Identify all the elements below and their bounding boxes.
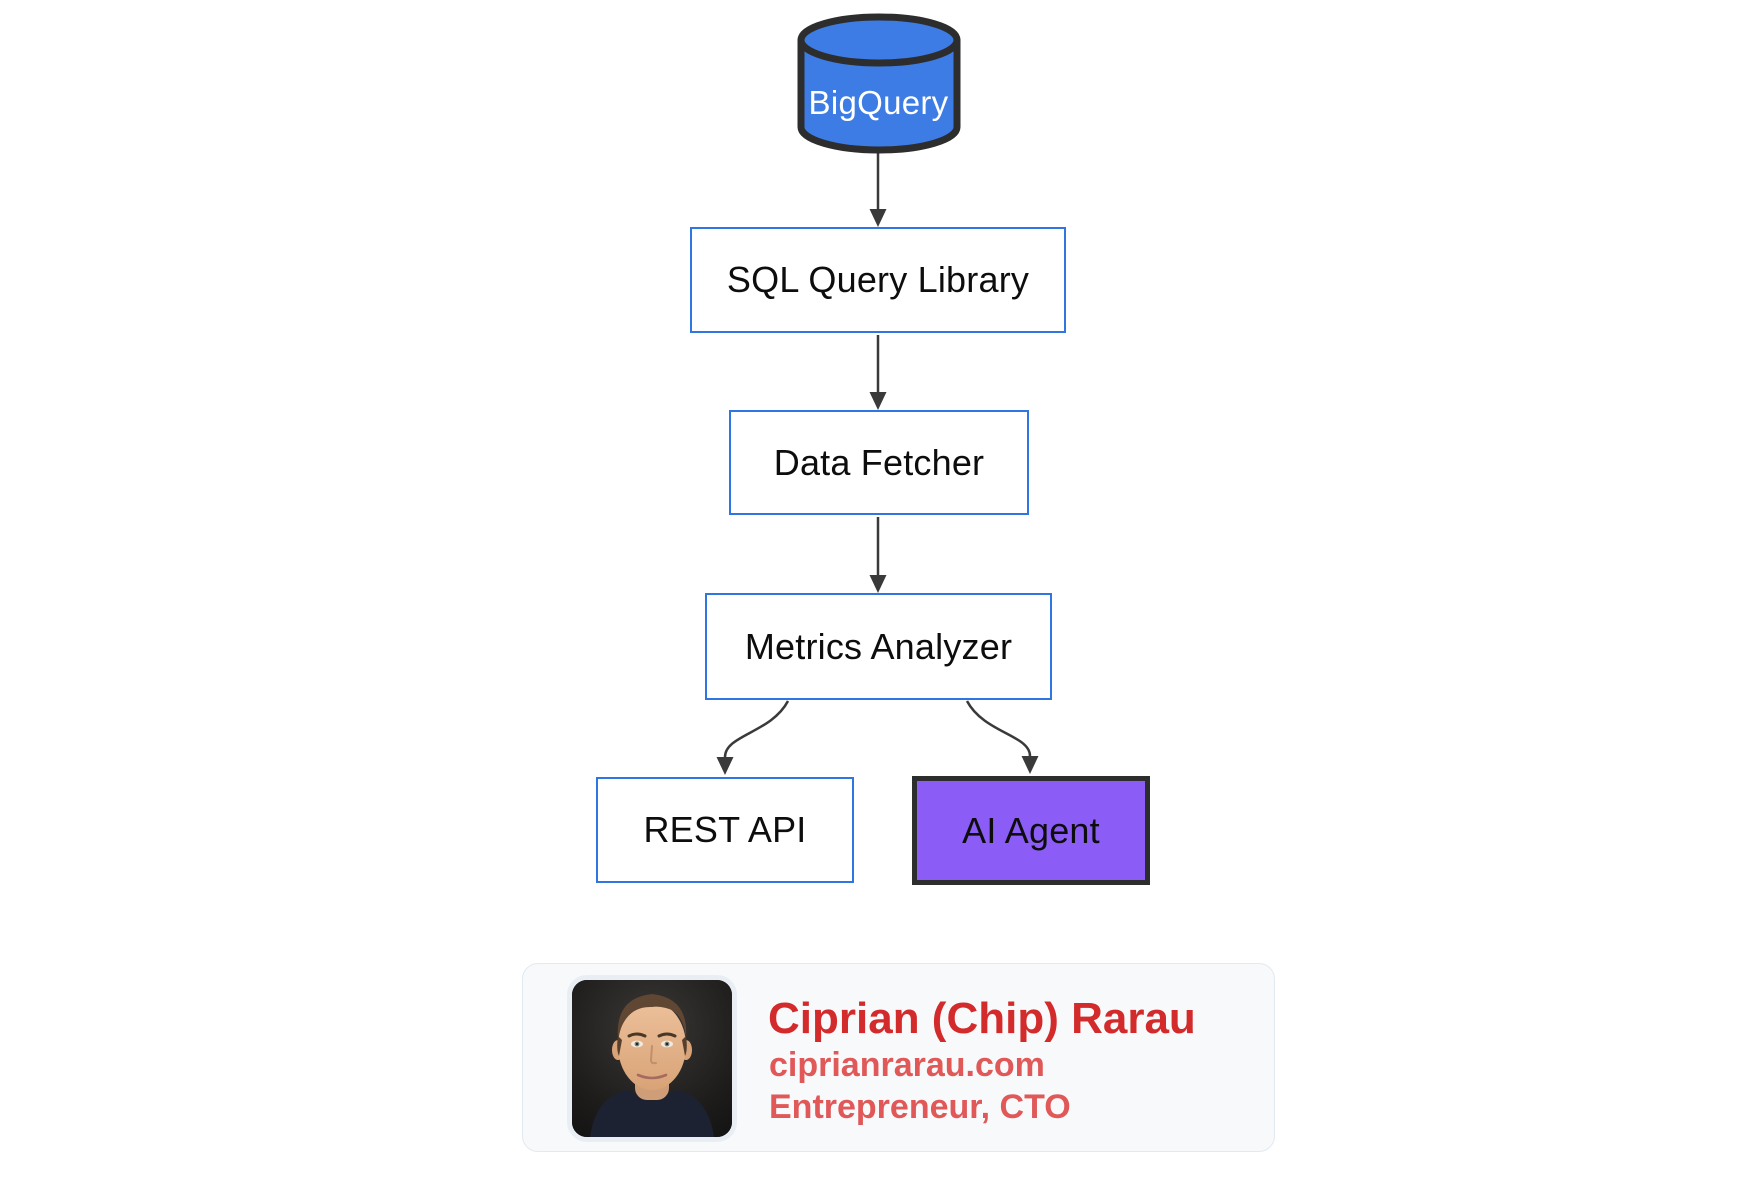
database-cylinder-icon <box>797 13 961 154</box>
node-label: SQL Query Library <box>726 259 1030 300</box>
bigquery-database-label: BigQuery <box>808 84 949 121</box>
node-metrics-analyzer: Metrics Analyzer <box>705 593 1052 700</box>
author-role: Entrepreneur, CTO <box>769 1088 1071 1126</box>
edge-metrics-analyzer-to-rest-api <box>716 700 790 775</box>
author-photo <box>567 975 737 1142</box>
node-label: Data Fetcher <box>773 441 985 483</box>
node-ai-agent: AI Agent <box>912 776 1150 885</box>
edge-sql-query-library-to-data-fetcher <box>869 335 887 410</box>
edge-data-fetcher-to-metrics-analyzer <box>869 517 887 593</box>
author-website: ciprianrarau.com <box>769 1046 1045 1084</box>
node-label: REST API <box>643 809 807 850</box>
portrait-photo <box>572 980 732 1137</box>
edge-bigquery-to-sql-query-library <box>869 152 887 227</box>
node-sql-query-library: SQL Query Library <box>690 227 1066 333</box>
edge-metrics-analyzer-to-ai-agent <box>965 700 1039 774</box>
node-data-fetcher: Data Fetcher <box>729 410 1029 515</box>
node-rest-api: REST API <box>596 777 854 883</box>
node-label: Metrics Analyzer <box>744 625 1013 667</box>
author-name: Ciprian (Chip) Rarau <box>768 994 1196 1043</box>
node-label: AI Agent <box>962 809 1100 851</box>
